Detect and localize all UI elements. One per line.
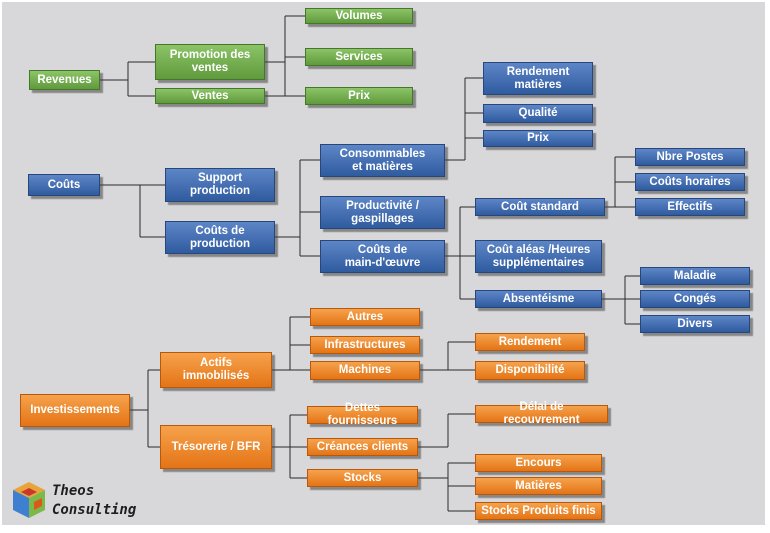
node-actifs-immobilises[interactable]: Actifs immobilisés (160, 352, 272, 388)
node-absenteisme[interactable]: Absentéisme (475, 290, 602, 308)
node-disponibilite[interactable]: Disponibilité (475, 361, 585, 380)
node-nbre-postes[interactable]: Nbre Postes (635, 148, 745, 166)
node-rendement-matieres[interactable]: Rendement matières (483, 62, 593, 95)
node-couts-de-production[interactable]: Coûts de production (165, 221, 275, 254)
node-autres[interactable]: Autres (310, 308, 420, 326)
node-couts-main-d-oeuvre[interactable]: Coûts de main-d'œuvre (320, 240, 445, 273)
node-revenues[interactable]: Revenues (29, 70, 100, 90)
node-services[interactable]: Services (305, 48, 413, 66)
node-couts-horaires[interactable]: Coûts horaires (635, 173, 745, 191)
node-consommables-et-matieres[interactable]: Consommables et matières (320, 144, 445, 177)
node-encours[interactable]: Encours (475, 454, 602, 472)
theos-consulting-logo: Theos Consulting (10, 480, 160, 524)
node-qualite[interactable]: Qualité (483, 104, 593, 123)
node-ventes[interactable]: Ventes (155, 88, 265, 104)
cube-logo-icon (13, 482, 45, 518)
node-promotion-des-ventes[interactable]: Promotion des ventes (155, 44, 265, 80)
node-divers[interactable]: Divers (640, 315, 750, 333)
node-effectifs[interactable]: Effectifs (635, 198, 745, 216)
node-creances-clients[interactable]: Créances clients (307, 438, 418, 456)
node-couts[interactable]: Coûts (28, 174, 100, 196)
node-cout-aleas-heures-supplementaires[interactable]: Coût aléas /Heures supplémentaires (475, 240, 602, 273)
node-cout-standard[interactable]: Coût standard (475, 198, 605, 216)
node-volumes[interactable]: Volumes (305, 8, 413, 24)
node-support-production[interactable]: Support production (165, 168, 275, 202)
logo-text-theos: Theos (52, 483, 95, 499)
node-stocks[interactable]: Stocks (307, 469, 418, 487)
node-stocks-produits-finis[interactable]: Stocks Produits finis (475, 502, 602, 520)
node-tresorerie-bfr[interactable]: Trésorerie / BFR (160, 425, 272, 469)
node-conges[interactable]: Congés (640, 290, 750, 308)
node-matieres[interactable]: Matières (475, 477, 602, 495)
node-maladie[interactable]: Maladie (640, 267, 750, 285)
logo-text-consulting: Consulting (52, 502, 137, 518)
node-prix-revenues[interactable]: Prix (305, 87, 413, 105)
node-infrastructures[interactable]: Infrastructures (310, 336, 420, 354)
node-prix-couts[interactable]: Prix (483, 130, 593, 147)
node-investissements[interactable]: Investissements (20, 394, 130, 427)
node-rendement-investissements[interactable]: Rendement (475, 333, 585, 351)
node-delai-de-recouvrement[interactable]: Délai de recouvrement (475, 401, 608, 426)
node-dettes-fournisseurs[interactable]: Dettes fournisseurs (307, 402, 418, 427)
node-machines[interactable]: Machines (310, 361, 420, 380)
node-productivite-gaspillages[interactable]: Productivité / gaspillages (320, 196, 445, 229)
